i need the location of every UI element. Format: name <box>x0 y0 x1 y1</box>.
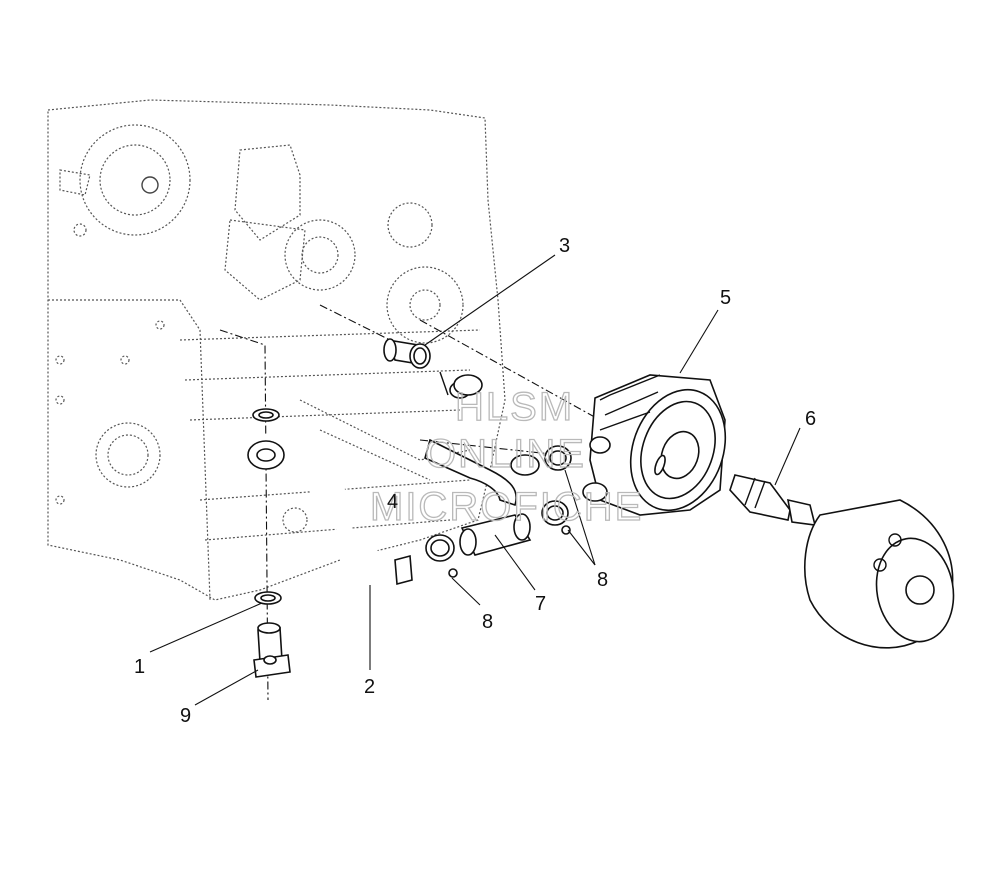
leader-lines <box>149 254 801 706</box>
part-2-oil-pipe <box>247 434 413 586</box>
callouts: 1 2 3 4 5 6 7 8 8 9 <box>134 235 816 727</box>
part-9-banjo-bolt <box>253 622 291 678</box>
callout-3: 3 <box>559 235 570 257</box>
watermark-line-3: MICROFICHE <box>370 485 643 529</box>
part-6-adapter <box>729 474 817 526</box>
part-4-hose-elbow <box>424 371 540 507</box>
watermark-line-2: ONLINE <box>425 432 586 476</box>
callout-9: 9 <box>180 705 191 727</box>
callout-6: 6 <box>805 408 816 430</box>
part-5-oil-cooler <box>582 374 727 516</box>
callout-5: 5 <box>720 287 731 309</box>
callout-1: 1 <box>134 656 145 678</box>
callout-4: 4 <box>387 491 398 513</box>
part-1-washer <box>252 408 282 605</box>
part-7-hose <box>459 513 532 556</box>
callout-8-a: 8 <box>482 611 493 633</box>
part-8-clamps <box>425 445 572 578</box>
watermark: HLSM ONLINE MICROFICHE <box>369 384 643 529</box>
callout-2: 2 <box>364 676 375 698</box>
watermark-line-1: HLSM <box>455 385 574 429</box>
callout-8-b: 8 <box>597 569 608 591</box>
part-3-connector <box>383 338 431 369</box>
engine-block <box>47 99 506 601</box>
oil-filter <box>804 499 955 649</box>
callout-7: 7 <box>535 593 546 615</box>
